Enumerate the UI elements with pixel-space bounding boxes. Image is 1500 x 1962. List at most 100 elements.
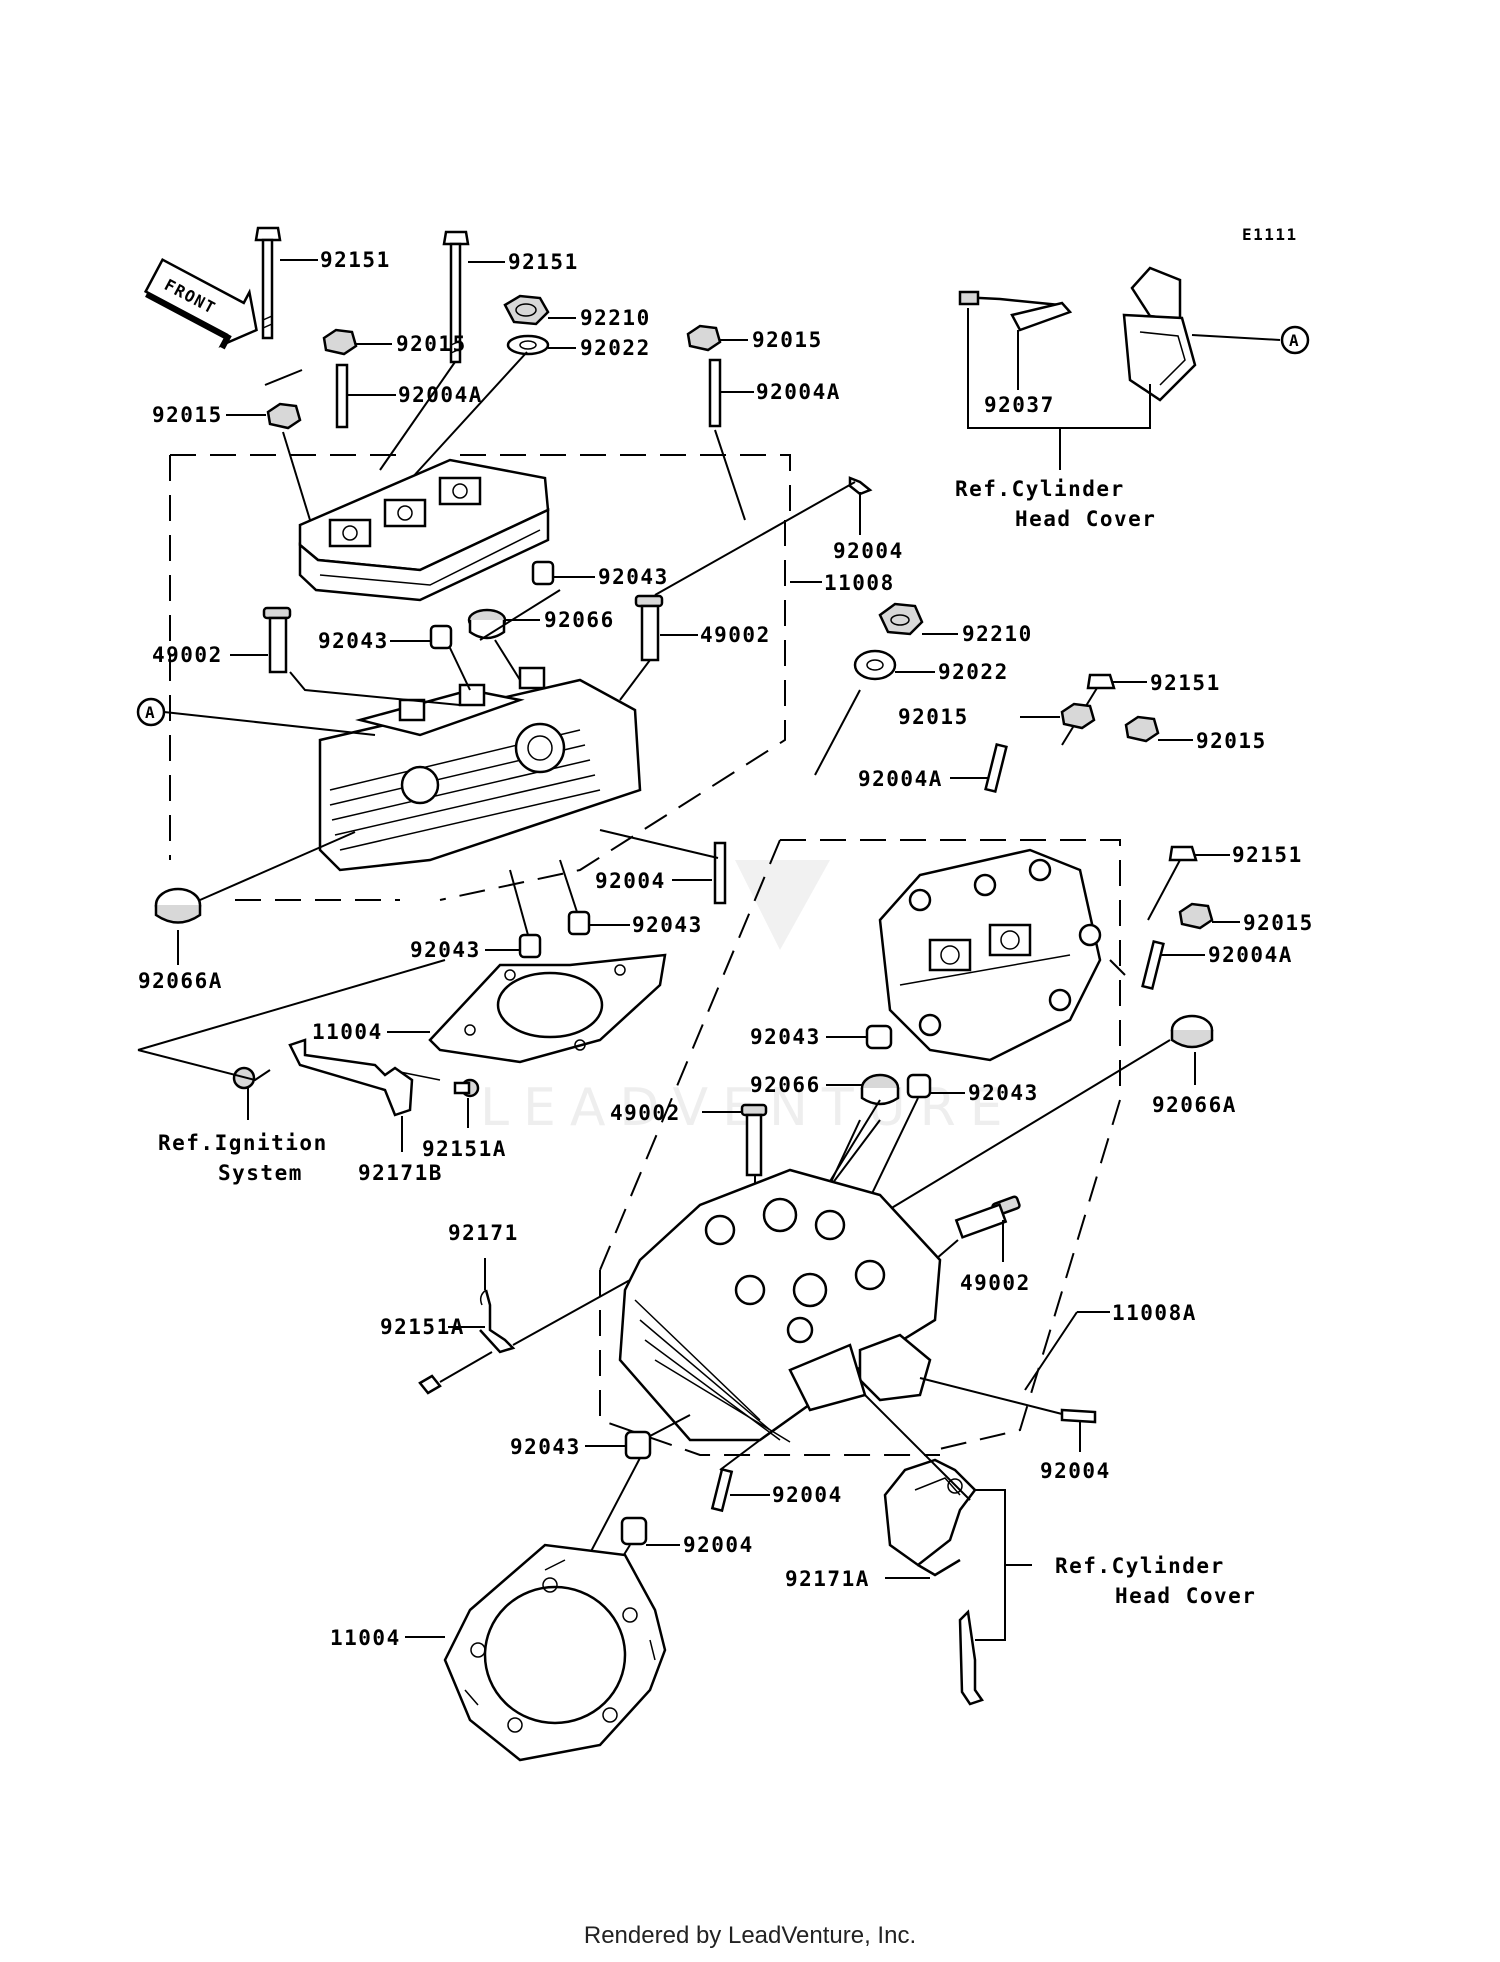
dowel-92043-f	[906, 1073, 932, 1099]
label-ref-ignition-b: System	[218, 1161, 303, 1185]
plug-92066A-left	[154, 887, 202, 924]
washer-92022-mid	[853, 649, 897, 681]
label-92004-d: 92004	[772, 1483, 843, 1507]
bolt-92151-right	[1147, 845, 1198, 921]
label-11004-b: 11004	[330, 1626, 401, 1650]
label-92015-mid-b: 92015	[1196, 729, 1267, 753]
label-92066-a: 92066	[544, 608, 615, 632]
label-92043-d: 92043	[632, 913, 703, 937]
stud-92004A-mid	[984, 742, 1008, 794]
callout-a-right-text: A	[1289, 331, 1300, 350]
label-ref-ignition-a: Ref.Ignition	[158, 1131, 328, 1155]
diagram-code: E1111	[1242, 225, 1298, 244]
plug-92066-b	[860, 1073, 900, 1106]
label-92151-right: 92151	[1232, 843, 1303, 867]
label-ref-head-cover-2a: Ref.Cylinder	[1055, 1554, 1225, 1578]
nut-92015-top-left	[266, 402, 302, 430]
dowel-92043-e	[865, 1024, 893, 1050]
bolt-92151-top-mid	[442, 230, 470, 364]
cylinder-head-upper-part-front	[878, 848, 1102, 1062]
plug-92066-a	[467, 608, 507, 640]
nut-92210-top	[503, 294, 550, 326]
nut-92015-top-b	[686, 324, 722, 352]
label-92015-top-left: 92015	[152, 403, 223, 427]
callout-a-right	[1280, 325, 1310, 355]
label-92015-right: 92015	[1243, 911, 1314, 935]
label-92043-e: 92043	[750, 1025, 821, 1049]
label-92004-a: 92004	[833, 539, 904, 563]
label-92043-c: 92043	[410, 938, 481, 962]
cylinder-head-11008A	[618, 1168, 942, 1443]
dowel-92043-a	[531, 560, 555, 586]
bolt-92151A-a	[453, 1078, 480, 1098]
label-49002-d: 49002	[960, 1271, 1031, 1295]
nut-92015-mid-b	[1124, 715, 1160, 743]
label-92004A-top-b: 92004A	[756, 380, 841, 404]
label-92151A-b: 92151A	[380, 1315, 465, 1339]
label-92015-mid-a: 92015	[898, 705, 969, 729]
head-cover-ref-b	[883, 1458, 984, 1706]
label-92066A-left: 92066A	[138, 969, 223, 993]
label-92022-top: 92022	[580, 336, 651, 360]
bracket-92171B	[232, 1038, 441, 1117]
valve-guide-49002-c	[740, 1103, 768, 1177]
label-92066A-right: 92066A	[1152, 1093, 1237, 1117]
label-92210-mid: 92210	[962, 622, 1033, 646]
label-11008: 11008	[824, 571, 895, 595]
nut-92015-mid-a	[1060, 702, 1096, 730]
label-92004A-right: 92004A	[1208, 943, 1293, 967]
footer-credit: Rendered by LeadVenture, Inc.	[583, 1922, 917, 1949]
label-49002-c: 49002	[610, 1101, 681, 1125]
label-92037: 92037	[984, 393, 1055, 417]
stud-92004A-top-b	[708, 358, 722, 428]
stud-92004-a	[654, 476, 873, 596]
label-92151A-a: 92151A	[422, 1137, 507, 1161]
label-92171B: 92171B	[358, 1161, 443, 1185]
valve-guide-49002-b	[634, 594, 664, 662]
washer-92022-top	[506, 334, 550, 356]
label-92004A-mid: 92004A	[858, 767, 943, 791]
bolt-92151A-b	[418, 1351, 493, 1395]
label-92022-mid: 92022	[938, 660, 1009, 684]
stud-92004A-right	[1141, 939, 1165, 991]
gasket-11004-b	[443, 1543, 667, 1762]
label-49002-a: 49002	[152, 643, 223, 667]
hook-92171	[479, 1289, 516, 1354]
head-cover-ref-a	[958, 266, 1197, 402]
plug-92066A-right	[1170, 1014, 1214, 1049]
label-ref-head-cover-2b: Head Cover	[1115, 1584, 1256, 1608]
label-92015-top-a: 92015	[396, 332, 467, 356]
cylinder-head-11008	[318, 666, 642, 872]
label-92043-f: 92043	[968, 1081, 1039, 1105]
stud-92004A-top-a	[335, 363, 349, 429]
label-11008A: 11008A	[1112, 1301, 1197, 1325]
label-92151-top-mid: 92151	[508, 250, 579, 274]
label-92043-a: 92043	[598, 565, 669, 589]
label-92043-g: 92043	[510, 1435, 581, 1459]
nut-92210-mid	[878, 602, 924, 636]
dowel-92004-e	[620, 1516, 648, 1546]
stud-92004-b	[713, 841, 727, 905]
label-ref-head-cover-1b: Head Cover	[1015, 507, 1156, 531]
label-11004-a: 11004	[312, 1020, 383, 1044]
dowel-92043-d	[567, 910, 591, 936]
front-arrow: FRONT	[143, 258, 258, 350]
label-92151-top-left: 92151	[320, 248, 391, 272]
stud-92004-d	[710, 1467, 734, 1513]
label-ref-head-cover-1a: Ref.Cylinder	[955, 477, 1125, 501]
callout-a-left-text: A	[145, 703, 156, 722]
dowel-92043-b	[429, 624, 453, 650]
dowel-92043-g	[624, 1430, 652, 1460]
nut-92015-right	[1178, 902, 1214, 930]
label-92171: 92171	[448, 1221, 519, 1245]
stud-92004-c	[919, 1377, 1097, 1424]
label-92015-top-b: 92015	[752, 328, 823, 352]
label-92066-b: 92066	[750, 1073, 821, 1097]
cylinder-head-upper-part-top	[298, 458, 550, 602]
dowel-92043-c	[518, 933, 542, 959]
label-92043-b: 92043	[318, 629, 389, 653]
valve-guide-49002-d	[954, 1195, 1021, 1239]
label-92004-c: 92004	[1040, 1459, 1111, 1483]
label-92004A-top-a: 92004A	[398, 383, 483, 407]
